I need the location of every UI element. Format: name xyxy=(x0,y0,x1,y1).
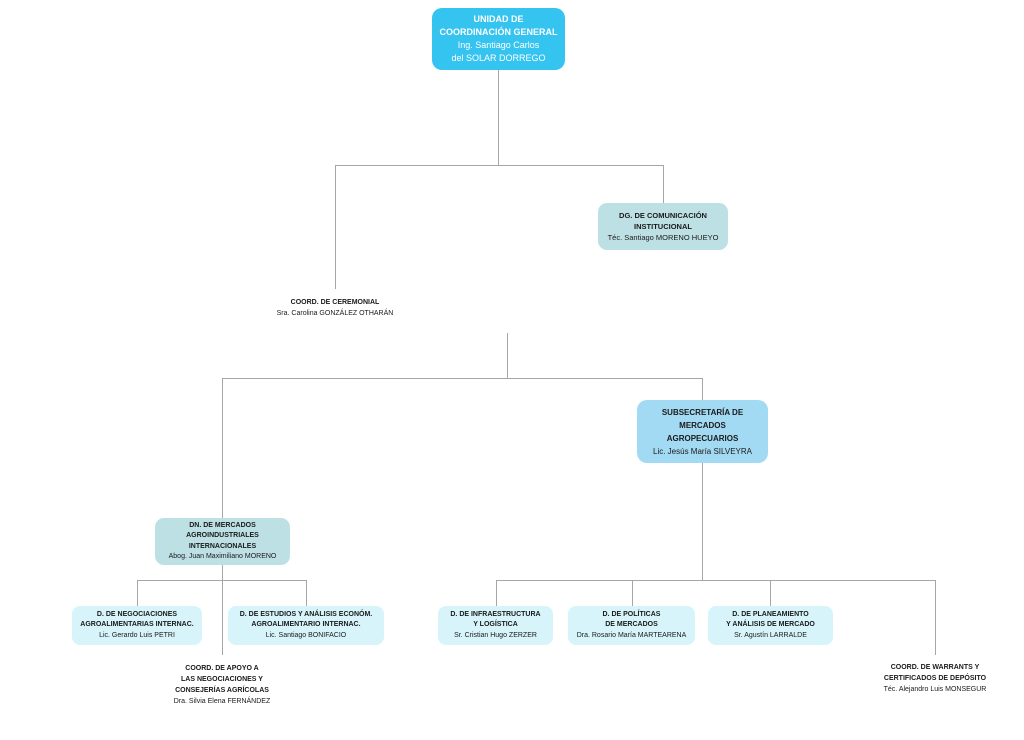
node-title: COORD. DE CEREMONIAL xyxy=(290,299,380,306)
connector-to-coord-ceremonial xyxy=(335,165,336,289)
node-person: Ing. Santiago Carlos del SOLAR DORREGO xyxy=(451,40,546,63)
connector-level2-horizontal xyxy=(222,378,702,379)
node-person: Sr. Cristian Hugo ZERZER xyxy=(454,631,537,639)
org-node-d-estudios-analisis-econom[interactable]: D. DE ESTUDIOS Y ANÁLISIS ECONÓM. AGROAL… xyxy=(228,606,384,645)
node-title: D. DE NEGOCIACIONES AGROALIMENTARIAS INT… xyxy=(80,610,194,629)
node-person: Dra. Silvia Elena FERNÁNDEZ xyxy=(173,698,271,705)
org-node-dn-mercados-agroindustriales[interactable]: DN. DE MERCADOS AGROINDUSTRIALES INTERNA… xyxy=(155,518,290,565)
node-person: Lic. Gerardo Luis PETRI xyxy=(99,631,175,639)
connector-to-d-planeamiento xyxy=(770,580,771,606)
node-person: Lic. Santiago BONIFACIO xyxy=(265,631,347,639)
connector-dn-down xyxy=(222,565,223,655)
node-title: COORD. DE APOYO A LAS NEGOCIACIONES Y CO… xyxy=(175,665,269,694)
node-title: UNIDAD DE COORDINACIÓN GENERAL xyxy=(439,14,558,37)
connector-level1-horizontal xyxy=(335,165,664,166)
connector-to-d-estudios xyxy=(306,580,307,606)
connector-to-d-politicas xyxy=(632,580,633,606)
node-title: DN. DE MERCADOS AGROINDUSTRIALES INTERNA… xyxy=(186,521,259,550)
org-node-d-planeamiento-analisis[interactable]: D. DE PLANEAMIENTO Y ANÁLISIS DE MERCADO… xyxy=(708,606,833,645)
node-person: Sra. Carolina GONZÁLEZ OTHARÁN xyxy=(276,310,394,317)
connector-level2-down xyxy=(507,333,508,378)
connector-through-subsecretaria xyxy=(702,378,703,580)
node-person: Abog. Juan Maximiliano MORENO xyxy=(168,553,277,560)
connector-to-d-infraestructura xyxy=(496,580,497,606)
connector-root-down xyxy=(498,70,499,165)
org-node-coord-ceremonial[interactable]: COORD. DE CEREMONIAL Sra. Carolina GONZÁ… xyxy=(250,295,420,321)
org-node-unidad-coordinacion-general[interactable]: UNIDAD DE COORDINACIÓN GENERAL Ing. Sant… xyxy=(432,8,565,70)
node-title: D. DE INFRAESTRUCTURA Y LOGÍSTICA xyxy=(450,610,541,629)
org-node-coord-apoyo-negociaciones[interactable]: COORD. DE APOYO A LAS NEGOCIACIONES Y CO… xyxy=(142,662,302,708)
connector-subsec-children-horizontal xyxy=(496,580,935,581)
node-title: D. DE ESTUDIOS Y ANÁLISIS ECONÓM. AGROAL… xyxy=(239,610,373,629)
org-node-coord-warrants-certificados[interactable]: COORD. DE WARRANTS Y CERTIFICADOS DE DEP… xyxy=(845,660,1024,696)
connector-to-dn-mercados xyxy=(222,378,223,518)
org-node-subsecretaria-mercados-agropecuarios[interactable]: SUBSECRETARÍA DE MERCADOS AGROPECUARIOS … xyxy=(637,400,768,463)
node-person: Sr. Agustín LARRALDE xyxy=(734,631,807,639)
node-person: Dra. Rosario María MARTEARENA xyxy=(576,631,687,639)
org-node-dg-comunicacion-institucional[interactable]: DG. DE COMUNICACIÓN INSTITUCIONAL Téc. S… xyxy=(598,203,728,250)
node-title: DG. DE COMUNICACIÓN INSTITUCIONAL xyxy=(619,211,707,231)
connector-to-dg-comunicacion xyxy=(663,165,664,203)
node-person: Téc. Alejandro Luis MONSEGUR xyxy=(883,685,987,693)
node-title: SUBSECRETARÍA DE MERCADOS AGROPECUARIOS xyxy=(661,407,744,443)
node-title: D. DE PLANEAMIENTO Y ANÁLISIS DE MERCADO xyxy=(726,610,815,629)
node-person: Lic. Jesús María SILVEYRA xyxy=(653,446,752,456)
org-node-d-negociaciones-agroalimentarias[interactable]: D. DE NEGOCIACIONES AGROALIMENTARIAS INT… xyxy=(72,606,202,645)
connector-to-coord-warrants xyxy=(935,580,936,655)
node-title: COORD. DE WARRANTS Y CERTIFICADOS DE DEP… xyxy=(883,663,987,682)
org-node-d-politicas-mercados[interactable]: D. DE POLÍTICAS DE MERCADOS Dra. Rosario… xyxy=(568,606,695,645)
node-person: Téc. Santiago MORENO HUEYO xyxy=(607,233,719,242)
connector-to-d-negociaciones xyxy=(137,580,138,606)
org-node-d-infraestructura-logistica[interactable]: D. DE INFRAESTRUCTURA Y LOGÍSTICA Sr. Cr… xyxy=(438,606,553,645)
connector-dn-children-horizontal xyxy=(137,580,306,581)
node-title: D. DE POLÍTICAS DE MERCADOS xyxy=(602,610,661,629)
